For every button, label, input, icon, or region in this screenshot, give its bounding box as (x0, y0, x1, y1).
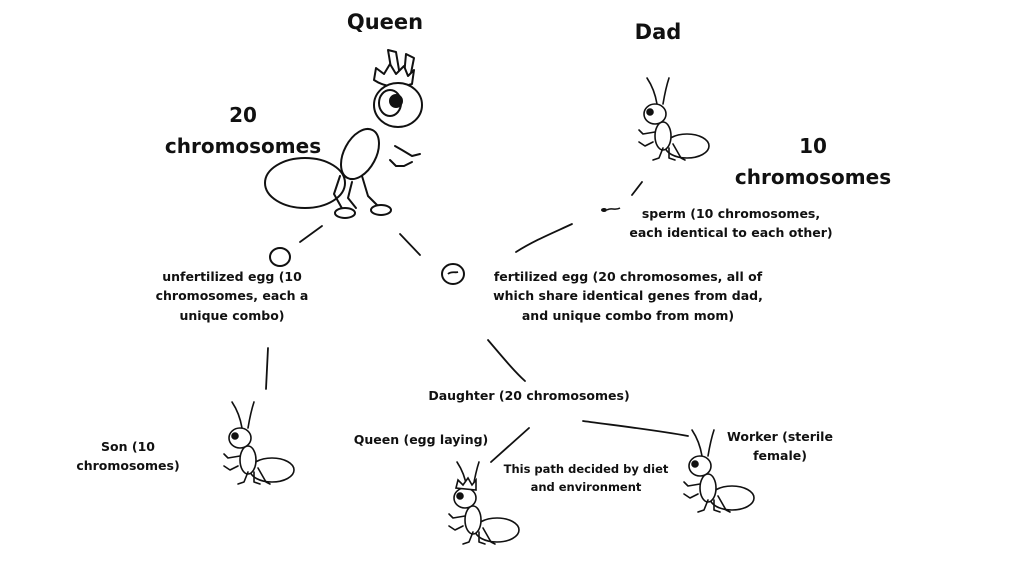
sperm-label: sperm (10 chromosomes, each identical to… (629, 206, 833, 241)
fertilized-egg-label: fertilized egg (20 chromosomes, all of w… (493, 269, 763, 323)
queen-ant-icon (264, 49, 423, 219)
dad-chromosomes-label: 10 chromosomes (734, 134, 892, 189)
queen-chromosomes-label: 20 chromosomes (164, 103, 322, 158)
son-label: Son (10 chromosomes) (76, 439, 180, 474)
unfertilized-egg-label: unfertilized egg (10 chromosomes, each a… (155, 269, 309, 323)
egg-icon (269, 247, 291, 267)
dad-title: Dad (634, 20, 682, 44)
queen-egg-laying-label: Queen (egg laying) (353, 432, 489, 447)
daughter-label: Daughter (20 chromosomes) (428, 388, 630, 403)
path-note-label: This path decided by diet and environmen… (503, 462, 669, 494)
fertilized-egg-icon (441, 263, 465, 285)
connector-lines (265, 181, 689, 463)
worker-label: Worker (sterile female) (727, 429, 833, 464)
son-ant-icon (223, 401, 295, 485)
sperm-icon (601, 207, 621, 212)
queen-title: Queen (346, 10, 424, 34)
sperm-in-egg-icon (447, 271, 459, 275)
crown-icon (454, 476, 477, 491)
male-ant-icon (638, 77, 710, 161)
